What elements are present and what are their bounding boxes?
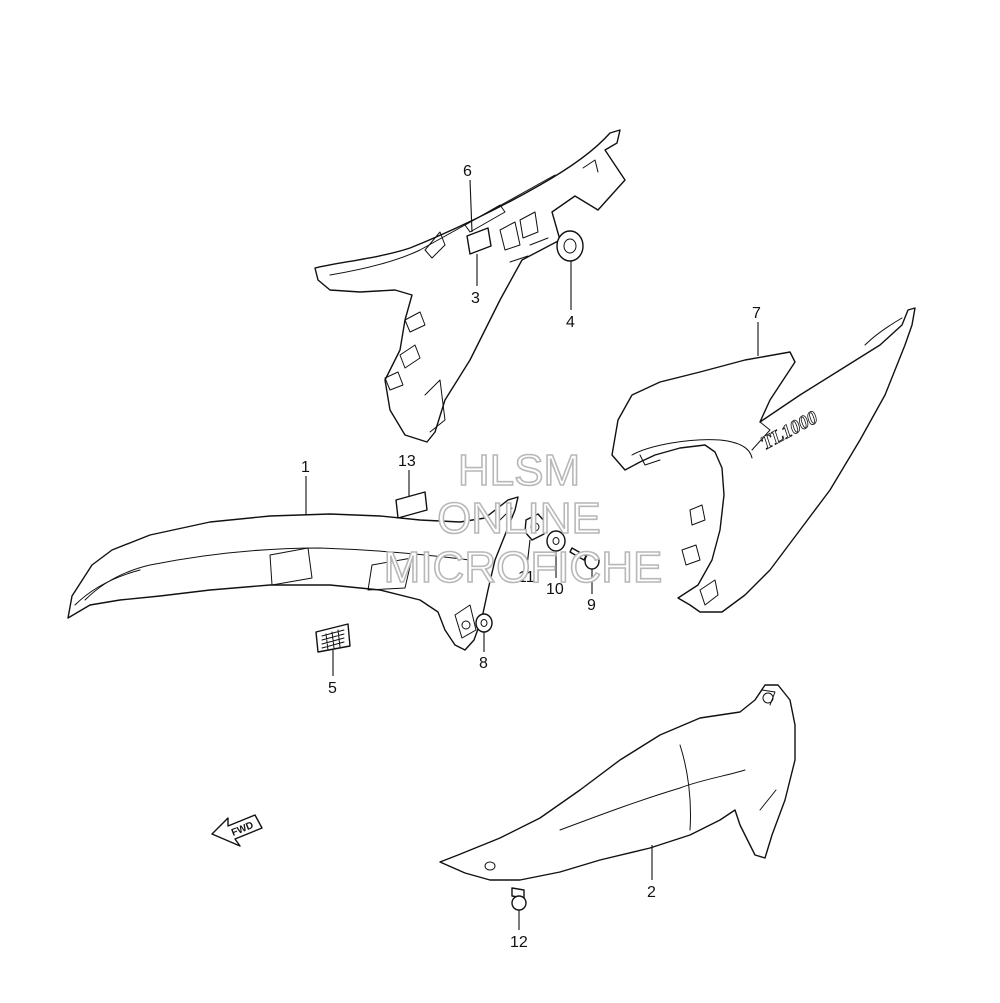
part-10-washer[interactable] [546, 530, 566, 552]
part-12-screw[interactable] [511, 887, 527, 911]
part-1-side-cover[interactable] [67, 496, 519, 651]
part-2-under-cover[interactable] [439, 684, 796, 881]
callout-7[interactable]: 7 [752, 305, 761, 322]
part-13-pad[interactable] [395, 491, 428, 519]
callout-8[interactable]: 8 [479, 655, 488, 672]
watermark-line-3: MICROFICHE [384, 543, 663, 592]
watermark-line-2: ONLINE [437, 494, 601, 543]
watermark-line-1: HLSM [458, 446, 580, 495]
watermark: HLSM ONLINE MICROFICHE [383, 445, 663, 593]
part-3-pad[interactable] [466, 227, 492, 255]
callout-11[interactable]: 11 [518, 569, 535, 586]
part-9-screw[interactable] [569, 547, 600, 570]
callout-labels: 6 3 4 7 1 13 5 8 11 10 9 2 12 [301, 163, 761, 951]
callout-9[interactable]: 9 [587, 597, 596, 614]
part-5-reflector[interactable] [315, 623, 351, 653]
part-6-inner-cover[interactable] [314, 129, 626, 443]
part-4-grommet[interactable] [556, 230, 584, 262]
callout-13[interactable]: 13 [398, 453, 416, 470]
callout-6[interactable]: 6 [463, 163, 472, 180]
part-11-nut[interactable] [524, 513, 546, 541]
callout-4[interactable]: 4 [566, 314, 575, 331]
callout-1[interactable]: 1 [301, 459, 310, 476]
callout-3[interactable]: 3 [471, 290, 480, 307]
callout-5[interactable]: 5 [328, 680, 337, 697]
part-7-front-cowl[interactable]: TL1000 [611, 307, 916, 613]
callout-2[interactable]: 2 [647, 884, 656, 901]
part-8-collar[interactable] [475, 613, 493, 633]
leader-lines [305, 179, 759, 930]
fwd-arrow-icon: FWD [211, 814, 263, 847]
callout-12[interactable]: 12 [510, 934, 528, 951]
callout-10[interactable]: 10 [546, 581, 564, 598]
